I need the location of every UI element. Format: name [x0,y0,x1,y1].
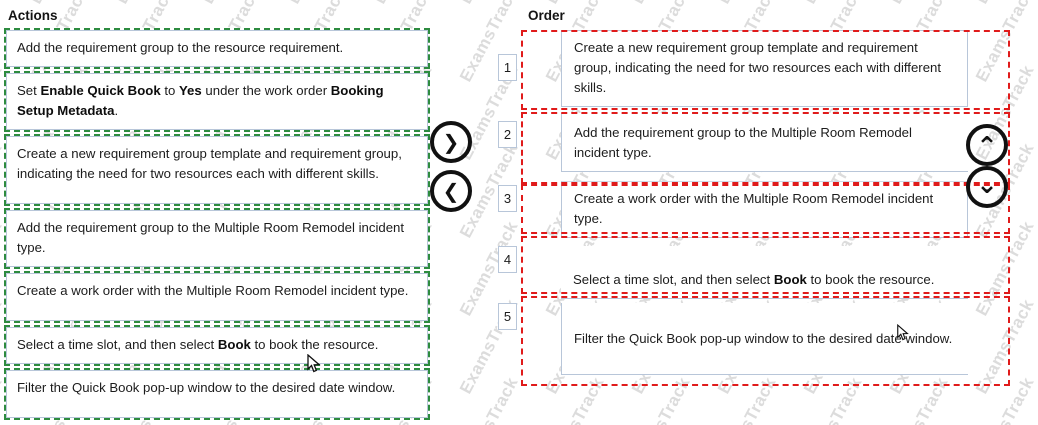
order-slot[interactable]: Create a new requirement group template … [561,30,968,107]
watermark-text: ExamsTrack [542,0,609,7]
watermark-text: ExamsTrack [0,0,7,7]
order-column-heading: Order [528,8,565,23]
watermark-text: ExamsTrack [800,0,867,7]
chevron-right-icon: ❯ [442,130,460,154]
order-number: 3 [498,185,517,212]
chevron-left-icon: ❮ [442,179,460,203]
watermark-text: ExamsTrack [112,0,179,7]
order-number: 4 [498,246,517,273]
watermark-text: ExamsTrack [886,373,952,425]
watermark-text: ExamsTrack [972,0,1038,7]
watermark-text: ExamsTrack [370,0,437,7]
watermark-text: ExamsTrack [542,373,608,425]
watermark-text: ExamsTrack [714,0,781,7]
order-list: 1 Create a new requirement group templat… [498,30,968,375]
order-slot[interactable]: Add the requirement group to the Multipl… [561,113,968,172]
order-row: 4 Select a time slot, and then select Bo… [498,246,968,299]
move-left-button[interactable]: ❮ [430,170,472,212]
watermark-text: ExamsTrack [886,0,953,7]
actions-column-heading: Actions [8,8,58,23]
action-item[interactable]: Create a new requirement group template … [4,134,430,206]
order-row: 1 Create a new requirement group templat… [498,30,968,107]
watermark-text: ExamsTrack [26,0,93,7]
order-number: 2 [498,121,517,148]
watermark-text: ExamsTrack [972,373,1038,425]
order-number: 5 [498,303,517,330]
watermark-text: ExamsTrack [628,373,694,425]
watermark-text: ExamsTrack [284,0,351,7]
action-item[interactable]: Set Enable Quick Book to Yes under the w… [4,71,430,132]
actions-list: Add the requirement group to the resourc… [4,28,430,424]
order-row: 2 Add the requirement group to the Multi… [498,113,968,172]
watermark-text: ExamsTrack [714,373,780,425]
order-slot[interactable]: Filter the Quick Book pop-up window to t… [561,303,968,375]
action-item[interactable]: Add the requirement group to the Multipl… [4,208,430,269]
action-item[interactable]: Select a time slot, and then select Book… [4,325,430,366]
order-slot[interactable]: Select a time slot, and then select Book… [561,246,968,299]
watermark-text: ExamsTrack [198,0,265,7]
order-row: 5 Filter the Quick Book pop-up window to… [498,303,968,375]
chevron-up-icon: ⌃ [976,132,998,162]
watermark-text: ExamsTrack [456,373,522,425]
move-down-button[interactable]: ⌄ [966,166,1008,208]
action-item[interactable]: Add the requirement group to the resourc… [4,28,430,69]
order-number: 1 [498,54,517,81]
order-slot[interactable]: Create a work order with the Multiple Ro… [561,181,968,238]
move-right-button[interactable]: ❯ [430,121,472,163]
watermark-text: ExamsTrack [456,0,523,7]
watermark-text: ExamsTrack [972,295,1038,397]
move-up-button[interactable]: ⌃ [966,124,1008,166]
chevron-down-icon: ⌄ [976,170,998,200]
action-item[interactable]: Filter the Quick Book pop-up window to t… [4,368,430,420]
watermark-text: ExamsTrack [628,0,695,7]
order-row: 3 Create a work order with the Multiple … [498,181,968,238]
watermark-text: ExamsTrack [972,217,1038,319]
watermark-text: ExamsTrack [800,373,866,425]
watermark-text: ExamsTrack [972,0,1038,85]
action-item[interactable]: Create a work order with the Multiple Ro… [4,271,430,323]
